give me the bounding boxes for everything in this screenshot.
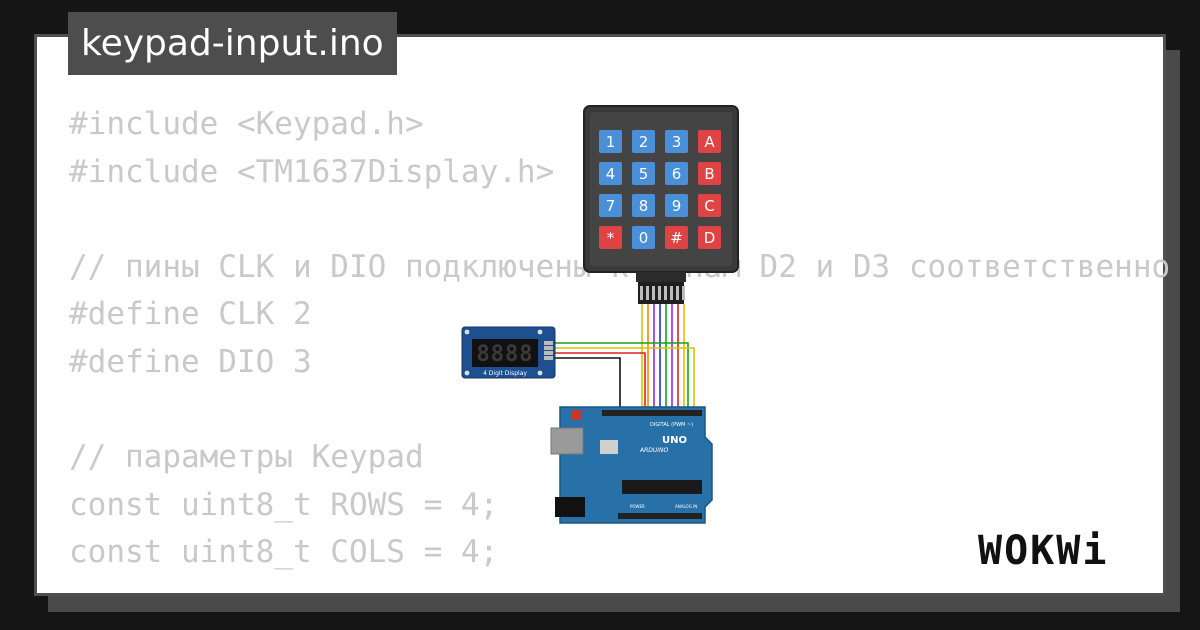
digital-label: DIGITAL (PWM ~) bbox=[650, 422, 693, 428]
atmega-chip bbox=[622, 480, 702, 494]
keypad-key[interactable]: B bbox=[698, 162, 721, 185]
keypad-wires bbox=[641, 304, 685, 410]
code-line: #define CLK 2 bbox=[69, 296, 312, 333]
svg-text:WOKWi: WOKWi bbox=[978, 528, 1108, 574]
keypad-key-label: 6 bbox=[672, 165, 682, 183]
arduino-uno-board[interactable]: DIGITAL (PWM ~) UNO ARDUINO POWER ANALOG… bbox=[550, 406, 713, 524]
keypad-key[interactable]: 8 bbox=[632, 194, 655, 217]
keypad-key-label: B bbox=[704, 165, 714, 183]
usb-port bbox=[550, 427, 584, 455]
keypad-key-label: * bbox=[607, 229, 615, 247]
keypad-key-label: D bbox=[704, 229, 716, 247]
code-line: #define DIO 3 bbox=[69, 343, 312, 380]
keypad-key[interactable]: 2 bbox=[632, 130, 655, 153]
code-line: // параметры Keypad bbox=[69, 439, 424, 476]
keypad-key[interactable]: 7 bbox=[599, 194, 622, 217]
keypad-key[interactable]: A bbox=[698, 130, 721, 153]
board-brand: ARDUINO bbox=[639, 447, 669, 454]
keypad-key[interactable]: 0 bbox=[632, 226, 655, 249]
keypad-key-label: 7 bbox=[606, 197, 616, 215]
display-digits: 8888 bbox=[477, 342, 534, 367]
membrane-keypad[interactable]: 1 2 3 A 4 5 6 B 7 8 9 C * 0 # D bbox=[583, 105, 739, 304]
keypad-key-label: 8 bbox=[639, 197, 649, 215]
tm1637-display[interactable]: 8888 4 Digit Display bbox=[461, 326, 556, 379]
keypad-key-label: 2 bbox=[639, 133, 649, 151]
keypad-key[interactable]: 4 bbox=[599, 162, 622, 185]
keypad-key-label: 4 bbox=[606, 165, 616, 183]
keypad-key-label: 3 bbox=[672, 133, 682, 151]
power-label: POWER bbox=[630, 504, 645, 509]
wokwi-logo-art: WOKWi bbox=[978, 528, 1108, 574]
board-model: UNO bbox=[662, 435, 687, 446]
analog-header bbox=[618, 513, 702, 519]
keypad-key[interactable]: C bbox=[698, 194, 721, 217]
keypad-key[interactable]: 1 bbox=[599, 130, 622, 153]
keypad-key-label: A bbox=[704, 133, 715, 151]
keypad-key-label: C bbox=[704, 197, 714, 215]
power-jack bbox=[555, 497, 585, 517]
digital-header bbox=[602, 410, 702, 416]
wokwi-logo: WOKWi bbox=[976, 528, 1146, 574]
reset-button[interactable] bbox=[572, 410, 582, 420]
keypad-key[interactable]: D bbox=[698, 226, 721, 249]
keypad-key[interactable]: * bbox=[599, 226, 622, 249]
display-label: 4 Digit Display bbox=[483, 370, 527, 377]
filename-tag: keypad-input.ino bbox=[68, 12, 397, 75]
code-line: #include <TM1637Display.h> bbox=[69, 153, 555, 190]
keypad-key[interactable]: 6 bbox=[665, 162, 688, 185]
keypad-key[interactable]: 9 bbox=[665, 194, 688, 217]
keypad-ribbon-connector bbox=[636, 272, 686, 304]
analog-label: ANALOG IN bbox=[675, 504, 697, 509]
keypad-key[interactable]: 3 bbox=[665, 130, 688, 153]
keypad-key-label: 5 bbox=[639, 165, 649, 183]
code-line: #include <Keypad.h> bbox=[69, 106, 424, 142]
keypad-key-label: 9 bbox=[672, 197, 682, 215]
code-line: const uint8_t COLS = 4; bbox=[69, 534, 499, 571]
keypad-key[interactable]: 5 bbox=[632, 162, 655, 185]
keypad-key-label: 1 bbox=[606, 133, 616, 151]
keypad-key-label: 0 bbox=[639, 229, 649, 247]
code-line: const uint8_t ROWS = 4; bbox=[69, 486, 499, 523]
keypad-key-label: # bbox=[670, 229, 683, 247]
keypad-key[interactable]: # bbox=[665, 226, 688, 249]
